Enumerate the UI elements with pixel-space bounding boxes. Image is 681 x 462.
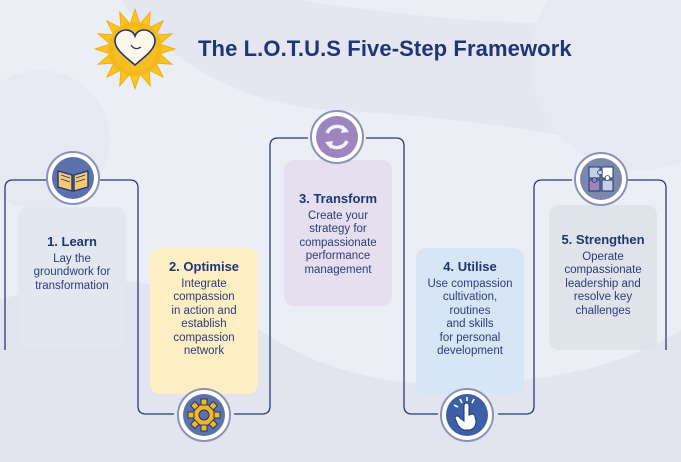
connector-line (4, 179, 48, 350)
step-card-learn: 1. Learn Lay the groundwork for transfor… (18, 207, 126, 350)
step-card-utilise: 4. Utilise Use compassion cultivation, r… (416, 248, 524, 394)
step-card-transform: 3. Transform Create your strategy for co… (284, 160, 392, 306)
sunflower-heart-logo (93, 7, 177, 91)
step-heading: 3. Transform (298, 191, 378, 206)
page-title: The L.O.T.U.S Five-Step Framework (198, 36, 572, 61)
step-heading: 1. Learn (47, 234, 97, 249)
puzzle-icon (574, 152, 628, 206)
step-heading: 5. Strengthen (561, 232, 645, 247)
connector-line (626, 179, 667, 350)
step-description: Lay the groundwork for transformation (33, 252, 111, 292)
step-card-strengthen: 5. Strengthen Operate compassionate lead… (549, 205, 657, 350)
connector-line (234, 137, 308, 415)
step-description: Operate compassionate leadership and res… (564, 250, 642, 317)
open-book-icon (46, 151, 100, 205)
step-heading: 4. Utilise (443, 259, 497, 274)
gear-icon (177, 388, 231, 442)
circular-arrows-icon (310, 110, 364, 164)
step-description: Use compassion cultivation, routines and… (427, 277, 513, 358)
step-card-optimise: 2. Optimise Integrate compassion in acti… (150, 248, 258, 394)
step-description: Integrate compassion in action and estab… (171, 277, 237, 358)
step-heading: 2. Optimise (168, 259, 240, 274)
connector-line (366, 137, 438, 415)
tap-hand-icon (440, 388, 494, 442)
step-description: Create your strategy for compassionate p… (299, 209, 377, 276)
connector-line (498, 179, 572, 415)
connector-line (100, 179, 174, 415)
background-circle (530, 0, 681, 170)
